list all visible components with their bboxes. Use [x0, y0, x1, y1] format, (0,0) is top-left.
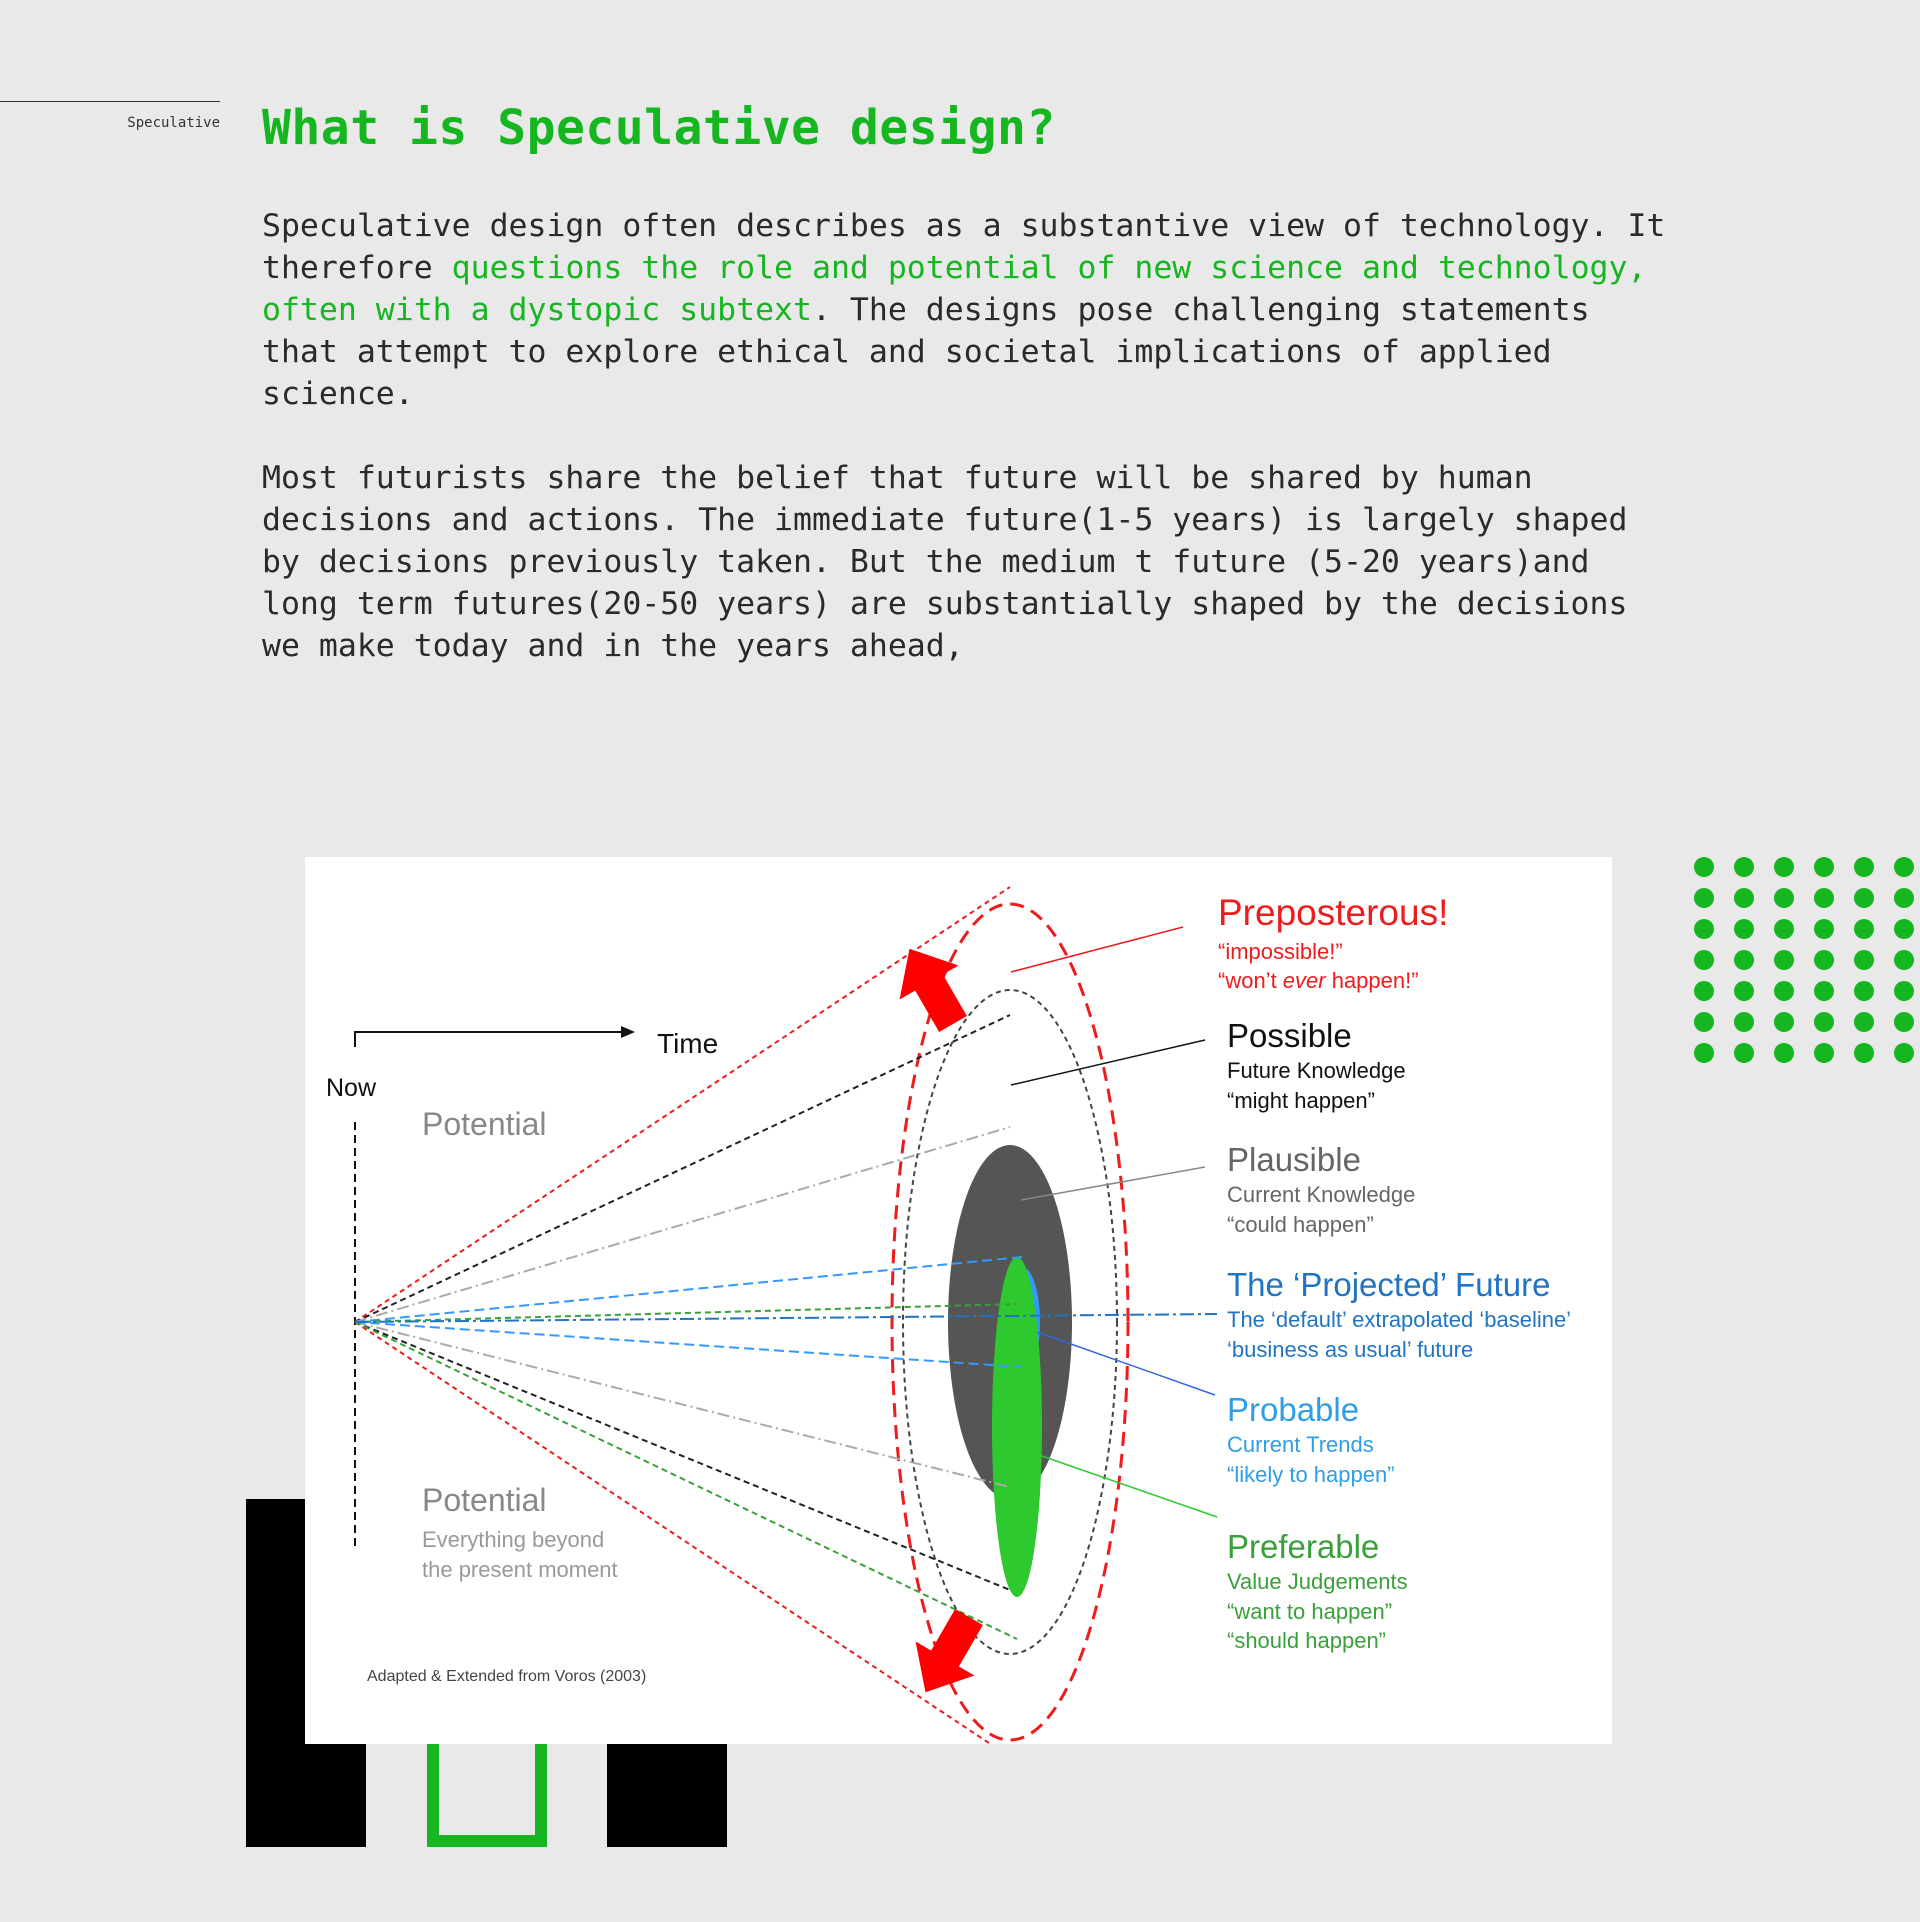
cone-line-possible-top: [354, 1014, 1011, 1323]
intro-text-end: . The designs pose challenging statement…: [262, 292, 1590, 412]
preposterous-line-1: “impossible!”: [1218, 939, 1343, 964]
probable-title: Probable: [1227, 1391, 1359, 1428]
page-title: What is Speculative design?: [262, 100, 1056, 156]
cone-line-preferable-top: [354, 1303, 1018, 1323]
possible-boundary: [902, 989, 1118, 1655]
expand-arrow-top: [899, 948, 967, 1033]
cone-line-possible-bottom: [354, 1321, 1011, 1591]
section-label: Speculative: [127, 115, 220, 131]
projected-line-2: ‘business as usual’ future: [1227, 1337, 1473, 1362]
decor-green-bracket: [427, 1735, 547, 1847]
projected-line-1: The ‘default’ extrapolated ‘baseline’: [1227, 1307, 1571, 1332]
potential-sub-1: Everything beyond: [422, 1527, 604, 1552]
time-arrowhead: [621, 1026, 635, 1038]
decor-black-block-right: [607, 1735, 727, 1847]
potential-sub-2: the present moment: [422, 1557, 618, 1582]
time-label: Time: [657, 1028, 718, 1059]
cone-line-plausible-bottom: [354, 1321, 1011, 1488]
possible-title: Possible: [1227, 1017, 1352, 1054]
futures-cone-diagram: Now Time Potential Potential Everything …: [305, 857, 1612, 1744]
preferable-line-1: Value Judgements: [1227, 1569, 1408, 1594]
preposterous-title: Preposterous!: [1218, 892, 1448, 933]
expand-arrow-bottom: [915, 1608, 983, 1693]
plausible-line-1: Current Knowledge: [1227, 1182, 1415, 1207]
intro-highlight: questions the role and potential of new …: [262, 250, 1647, 328]
preposterous-boundary: [890, 902, 1130, 1742]
intro-paragraph-1: Speculative design often describes as a …: [262, 205, 1682, 415]
cone-line-probable-top: [354, 1256, 1023, 1323]
cone-line-plausible-top: [354, 1126, 1011, 1323]
preferable-shape: [992, 1257, 1042, 1597]
projected-title: The ‘Projected’ Future: [1227, 1266, 1550, 1303]
preferable-line-3: “should happen”: [1227, 1628, 1386, 1653]
possible-line-1: Future Knowledge: [1227, 1058, 1406, 1083]
cone-line-probable-bottom: [354, 1321, 1023, 1368]
potential-bottom-label: Potential: [422, 1482, 547, 1518]
preferable-title: Preferable: [1227, 1528, 1379, 1565]
intro-text-start: Speculative design often describes as a …: [262, 208, 1666, 286]
preposterous-line-2: “won’t ever happen!”: [1218, 968, 1419, 993]
header-rule: [0, 101, 220, 102]
possible-line-2: “might happen”: [1227, 1088, 1375, 1113]
decor-dot-grid: [1694, 857, 1914, 1063]
plausible-line-2: “could happen”: [1227, 1212, 1374, 1237]
potential-top-label: Potential: [422, 1106, 547, 1142]
leader-probable: [1036, 1331, 1216, 1396]
projected-future-line: [354, 1313, 1218, 1323]
leader-possible: [1010, 1039, 1206, 1086]
diagram-credit: Adapted & Extended from Voros (2003): [367, 1668, 646, 1685]
leader-preposterous: [1010, 926, 1184, 973]
cone-line-preferable-bottom: [354, 1321, 1018, 1640]
futures-cone-svg: Now Time Potential Potential Everything …: [326, 886, 1571, 1744]
now-label: Now: [326, 1074, 377, 1102]
plausible-title: Plausible: [1227, 1141, 1361, 1178]
intro-paragraph-2: Most futurists share the belief that fut…: [262, 460, 1628, 664]
preferable-line-2: “want to happen”: [1227, 1599, 1392, 1624]
probable-line-2: “likely to happen”: [1227, 1462, 1395, 1487]
time-axis: [354, 1031, 625, 1047]
probable-line-1: Current Trends: [1227, 1432, 1374, 1457]
leader-preferable: [1038, 1454, 1218, 1518]
leader-plausible: [1020, 1166, 1206, 1201]
